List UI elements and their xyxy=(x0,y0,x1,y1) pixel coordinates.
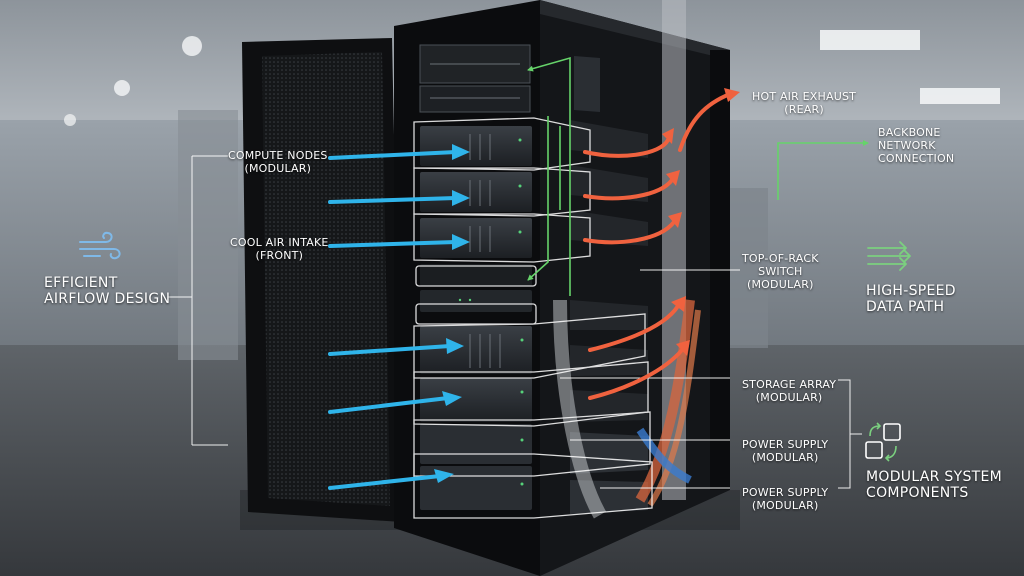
hot-air-arrow xyxy=(585,222,674,242)
hot-air-arrow xyxy=(680,94,730,150)
hot-air-exhaust-label: HOT AIR EXHAUST (REAR) xyxy=(752,90,856,116)
hot-air-arrow xyxy=(590,306,678,350)
compute-nodes-label: COMPUTE NODES (MODULAR) xyxy=(228,149,328,175)
cool-air-arrows xyxy=(330,144,470,488)
hot-air-arrow xyxy=(590,350,682,398)
hot-air-arrow-head xyxy=(724,88,740,102)
cool-air-intake-label: COOL AIR INTAKE (FRONT) xyxy=(230,236,329,262)
wind-icon xyxy=(76,230,124,266)
cool-air-arrow-head xyxy=(446,338,464,354)
modular-feature-label: MODULAR SYSTEM COMPONENTS xyxy=(866,469,1002,501)
power-supply-label-1: POWER SUPPLY (MODULAR) xyxy=(742,438,828,464)
cool-air-arrow xyxy=(330,398,448,412)
hot-air-arrow xyxy=(585,180,672,198)
cool-air-arrow xyxy=(330,198,456,202)
cool-air-arrow-head xyxy=(434,469,454,483)
hot-air-arrows xyxy=(585,88,740,398)
cool-air-arrow xyxy=(330,152,456,158)
cool-air-arrow xyxy=(330,476,440,488)
backbone-network-label: BACKBONE NETWORK CONNECTION xyxy=(878,126,954,165)
cool-air-arrow-head xyxy=(452,190,470,206)
hot-air-arrow xyxy=(585,140,668,156)
top-of-rack-switch-label: TOP-OF-RACK SWITCH (MODULAR) xyxy=(742,252,819,291)
modular-blocks-icon xyxy=(864,422,904,462)
cool-air-arrow-head xyxy=(442,391,462,406)
power-supply-label-2: POWER SUPPLY (MODULAR) xyxy=(742,486,828,512)
cool-air-arrow xyxy=(330,346,450,354)
data-flow-arrows-icon xyxy=(866,238,916,274)
cool-air-arrow-head xyxy=(452,234,470,250)
cool-air-arrow xyxy=(330,242,456,246)
cool-air-arrow-head xyxy=(452,144,470,160)
storage-array-label: STORAGE ARRAY (MODULAR) xyxy=(742,378,836,404)
airflow-feature-label: EFFICIENT AIRFLOW DESIGN xyxy=(44,275,170,307)
data-path-feature-label: HIGH-SPEED DATA PATH xyxy=(866,283,956,315)
